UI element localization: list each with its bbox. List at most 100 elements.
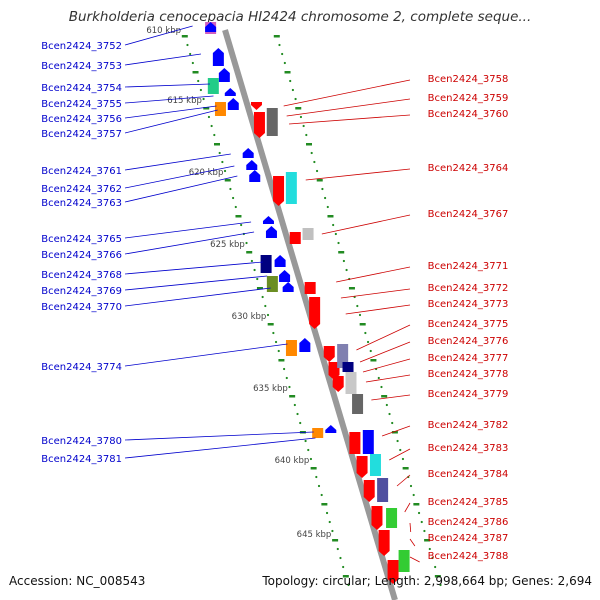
inner-guide-dot bbox=[309, 457, 313, 461]
inner-guide-dash bbox=[289, 395, 296, 398]
inner-guide-dash bbox=[203, 107, 210, 110]
outer-guide-dot bbox=[439, 583, 442, 587]
right-leader bbox=[283, 79, 411, 107]
outer-guide-dot bbox=[366, 340, 370, 344]
reverse-gene-colored-shape bbox=[342, 362, 354, 372]
forward-gene-shape bbox=[274, 255, 286, 267]
left-gene-labels: Bcen2424_3752Bcen2424_3753Bcen2424_3754B… bbox=[41, 25, 316, 465]
reverse-gene bbox=[289, 232, 301, 244]
forward-gene-shape bbox=[282, 282, 294, 292]
outer-guide-dash bbox=[348, 287, 355, 290]
reverse-gene-colored bbox=[337, 344, 349, 368]
right-gene-label: Bcen2424_3778 bbox=[428, 369, 509, 380]
left-leader bbox=[124, 95, 214, 104]
left-gene-label: Bcen2424_3780 bbox=[41, 436, 122, 447]
forward-gene-shape bbox=[325, 425, 337, 433]
outer-guide-dot bbox=[283, 61, 286, 65]
left-gene-label: Bcen2424_3781 bbox=[41, 454, 122, 465]
right-gene-label: Bcen2424_3776 bbox=[428, 336, 509, 347]
outer-guide-dot bbox=[420, 520, 423, 524]
outer-guide-dot bbox=[396, 439, 399, 443]
outer-guide-dot bbox=[356, 304, 359, 308]
outer-guide-dot bbox=[291, 88, 294, 92]
inner-guide-dot bbox=[191, 61, 194, 65]
reverse-gene-colored bbox=[266, 108, 278, 136]
right-gene-label: Bcen2424_3773 bbox=[428, 299, 509, 310]
outer-guide-dot bbox=[332, 223, 335, 227]
inner-guide-dot bbox=[342, 565, 345, 569]
outer-guide-dash bbox=[284, 71, 291, 74]
reverse-gene-colored bbox=[302, 228, 314, 240]
inner-guide-dot bbox=[253, 268, 256, 272]
outer-guide-dot bbox=[431, 556, 434, 560]
outer-guide-dot bbox=[391, 421, 394, 425]
left-gene-label: Bcen2424_3766 bbox=[41, 250, 122, 261]
outer-guide-dot bbox=[302, 124, 305, 128]
left-leader bbox=[124, 109, 218, 134]
right-gene-label: Bcen2424_3760 bbox=[428, 109, 509, 120]
right-gene-label: Bcen2424_3788 bbox=[428, 551, 509, 562]
right-gene-label: Bcen2424_3777 bbox=[428, 353, 509, 364]
outer-guide-dot bbox=[337, 241, 340, 245]
right-leader bbox=[336, 266, 411, 283]
forward-gene-colored-shape bbox=[312, 428, 324, 438]
outer-guide-dot bbox=[345, 268, 348, 272]
right-leader bbox=[381, 425, 411, 437]
kbp-label: 635 kbp bbox=[253, 384, 288, 394]
inner-guide-dot bbox=[272, 331, 275, 335]
right-leader bbox=[340, 288, 411, 299]
inner-guide-dot bbox=[331, 529, 334, 533]
left-gene-label: Bcen2424_3754 bbox=[41, 83, 122, 94]
right-gene-label: Bcen2424_3772 bbox=[428, 283, 509, 294]
inner-guide-dash bbox=[332, 539, 339, 542]
reverse-gene-shape bbox=[273, 176, 285, 206]
reverse-gene bbox=[304, 282, 316, 294]
kbp-label: 645 kbp bbox=[297, 530, 332, 540]
left-leader bbox=[124, 231, 255, 255]
reverse-gene-colored-shape bbox=[386, 508, 398, 528]
left-gene-label: Bcen2424_3762 bbox=[41, 184, 122, 195]
reverse-gene-shape bbox=[371, 506, 383, 530]
outer-guide-dot bbox=[423, 529, 426, 533]
outer-guide-dot bbox=[369, 349, 372, 353]
reverse-gene-shape bbox=[332, 376, 344, 392]
forward-gene-colored-shape bbox=[214, 102, 226, 116]
right-gene-label: Bcen2424_3775 bbox=[428, 319, 509, 330]
forward-gene-colored-shape bbox=[266, 276, 278, 292]
forward-gene-shape bbox=[227, 98, 239, 110]
inner-guide-dot bbox=[221, 160, 224, 164]
reverse-gene-shape bbox=[323, 346, 335, 362]
outer-guide-dot bbox=[380, 385, 383, 389]
inner-guide-dot bbox=[328, 520, 331, 524]
forward-gene-colored-shape bbox=[260, 255, 272, 273]
left-leader bbox=[124, 83, 210, 88]
forward-gene-shape bbox=[218, 68, 230, 82]
outer-guide-dot bbox=[401, 457, 405, 461]
right-gene-label: Bcen2424_3785 bbox=[428, 497, 509, 508]
right-leader bbox=[404, 502, 411, 513]
outer-guide-dot bbox=[278, 43, 281, 47]
reverse-gene bbox=[309, 297, 321, 329]
inner-guide-dash bbox=[246, 251, 253, 254]
reverse-gene-shape bbox=[328, 362, 340, 380]
inner-guide-dot bbox=[250, 259, 253, 263]
left-gene-label: Bcen2424_3761 bbox=[41, 166, 122, 177]
reverse-gene-shape bbox=[356, 456, 368, 478]
reverse-gene-colored-shape bbox=[377, 478, 389, 502]
kbp-label: 610 kbp bbox=[146, 26, 181, 36]
reverse-gene-shape bbox=[387, 560, 399, 584]
forward-gene-shape bbox=[205, 22, 217, 32]
inner-guide-dot bbox=[189, 52, 192, 56]
reverse-gene-shape bbox=[309, 297, 321, 329]
inner-guide-dot bbox=[213, 133, 216, 137]
outer-guide-dot bbox=[294, 97, 297, 101]
inner-guide-dot bbox=[199, 88, 202, 92]
inner-guide-dot bbox=[325, 511, 329, 515]
reverse-gene-colored-shape bbox=[302, 228, 314, 240]
left-gene-label: Bcen2424_3770 bbox=[41, 302, 122, 313]
right-gene-label: Bcen2424_3771 bbox=[428, 261, 509, 272]
right-leader bbox=[371, 394, 411, 401]
outer-guide-dot bbox=[342, 259, 345, 263]
reverse-gene-colored bbox=[285, 172, 297, 204]
